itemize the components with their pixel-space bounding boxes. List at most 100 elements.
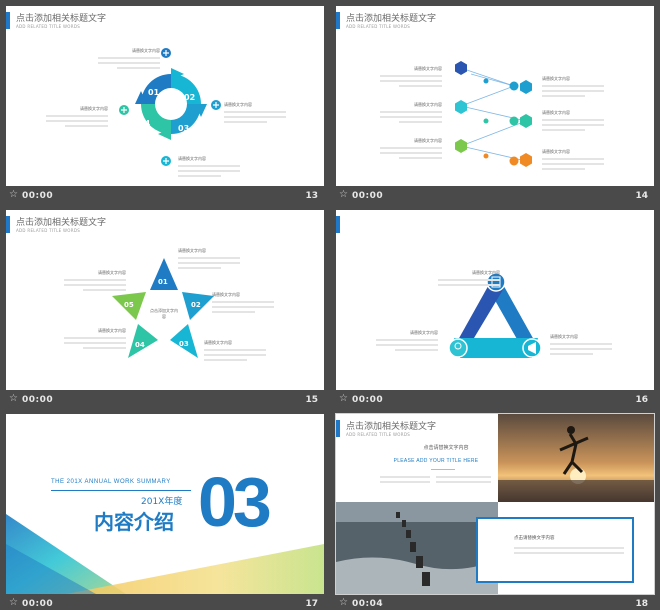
title-accent-bar: [336, 216, 340, 233]
slide-thumbnail-16[interactable]: 请替换文字内容 请替换文字内容 请替换文字内容 ☆ 00:00 16: [336, 210, 654, 410]
star-center-label: 点击添加文字内容: [150, 308, 178, 319]
beach-photo: [498, 414, 654, 502]
slide-number: 13: [305, 191, 318, 201]
hexagon-marker: [520, 114, 532, 128]
slide-info-bar: ☆ 00:00 16: [336, 390, 654, 410]
segment-label: 01: [148, 88, 160, 97]
text-note: 请替换文字内容: [542, 110, 604, 131]
slide-thumbnail-18[interactable]: 点击添加相关标题文字 ADD RELATED TITLE WORDS 点击请替换…: [335, 413, 655, 610]
text-note: 请替换文字内容: [98, 48, 160, 69]
divider-line: [431, 469, 455, 470]
star-icon[interactable]: ☆: [9, 393, 18, 404]
box-heading: 点击请替换文字内容: [514, 536, 555, 541]
segment-label: 02: [191, 301, 201, 309]
title-accent-bar: [6, 216, 10, 233]
slide-canvas: 点击添加相关标题文字 ADD RELATED TITLE WORDS 01 02…: [6, 210, 324, 390]
slide-subtitle: ADD RELATED TITLE WORDS: [346, 432, 411, 437]
slide-timing: 00:04: [352, 599, 384, 609]
slide-thumbnail-15[interactable]: 点击添加相关标题文字 ADD RELATED TITLE WORDS 01 02…: [6, 210, 324, 410]
cover-english-title: THE 201X ANNUAL WORK SUMMARY: [51, 479, 171, 485]
text-note: 请替换文字内容: [204, 340, 266, 361]
slide-subtitle: ADD RELATED TITLE WORDS: [346, 24, 411, 29]
slide-canvas: 点击添加相关标题文字 ADD RELATED TITLE WORDS 01 02…: [6, 6, 324, 186]
hexagon-marker: [520, 153, 532, 167]
text-note: 请替换文字内容: [178, 156, 240, 177]
segment-label: 05: [124, 301, 134, 309]
triangle-diagram: [448, 272, 542, 358]
slide-canvas: THE 201X ANNUAL WORK SUMMARY 201X年度 内容介绍…: [6, 414, 324, 594]
segment-label: 04: [139, 119, 151, 128]
title-accent-bar: [6, 12, 10, 29]
segment-label: 01: [158, 278, 168, 286]
slide-subtitle: ADD RELATED TITLE WORDS: [16, 228, 81, 233]
slide-canvas: 点击添加相关标题文字 ADD RELATED TITLE WORDS 请替换文字…: [336, 6, 654, 186]
slide-title: 点击添加相关标题文字: [346, 14, 437, 24]
lightbulb-icon: [448, 338, 468, 358]
text-note: [436, 476, 491, 483]
slide-info-bar: ☆ 00:00 14: [336, 186, 654, 206]
slide-number: 14: [635, 191, 648, 201]
hexagon-timeline-diagram: [455, 61, 532, 167]
star-icon[interactable]: ☆: [339, 189, 348, 200]
star-icon[interactable]: ☆: [9, 597, 18, 608]
slide-number: 17: [305, 599, 318, 609]
star-icon[interactable]: ☆: [9, 189, 18, 200]
star-diagram: 01 02 03 04 05: [112, 258, 214, 358]
text-note: [380, 476, 430, 483]
slide-timing: 00:00: [22, 191, 54, 201]
slide-title: 点击添加相关标题文字: [346, 422, 437, 432]
star-icon[interactable]: ☆: [339, 597, 348, 608]
slide-thumbnail-17[interactable]: THE 201X ANNUAL WORK SUMMARY 201X年度 内容介绍…: [6, 414, 324, 610]
title-accent-bar: [336, 420, 340, 437]
slide-timing: 00:00: [22, 395, 54, 405]
cycle-diagram: 01 02 03 04: [119, 48, 221, 166]
segment-label: 02: [184, 93, 195, 102]
slide-canvas: 请替换文字内容 请替换文字内容 请替换文字内容: [336, 210, 654, 390]
text-note: 请替换文字内容: [178, 248, 240, 269]
slide-info-bar: ☆ 00:00 13: [6, 186, 324, 206]
text-note: 请替换文字内容: [550, 334, 612, 355]
text-frame: 点击请替换文字内容: [476, 517, 634, 583]
pier-photo: [336, 502, 498, 594]
star-icon[interactable]: ☆: [339, 393, 348, 404]
title-accent-bar: [336, 12, 340, 29]
slide-info-bar: ☆ 00:04 18: [336, 594, 654, 610]
text-note: 请替换文字内容: [46, 106, 108, 127]
watercolor-background: [6, 514, 324, 594]
text-note: 请替换文字内容: [64, 328, 126, 349]
cover-section-number: 03: [198, 463, 272, 541]
text-note: 请替换文字内容: [376, 330, 438, 351]
hexagon-marker: [455, 139, 467, 153]
slide-timing: 00:00: [22, 599, 54, 609]
hexagon-marker: [455, 100, 467, 114]
cover-year: 201X年度: [141, 497, 183, 507]
cycle-ring: [135, 68, 207, 140]
slide-info-bar: ☆ 00:00 17: [6, 594, 324, 610]
slide-info-bar: ☆ 00:00 15: [6, 390, 324, 410]
slide-timing: 00:00: [352, 395, 384, 405]
slide-subtitle: ADD RELATED TITLE WORDS: [16, 24, 81, 29]
segment-label: 04: [135, 341, 145, 349]
cover-section-title: 内容介绍: [94, 510, 174, 534]
slide-title: 点击添加相关标题文字: [16, 218, 107, 228]
text-note: 请替换文字内容: [64, 270, 126, 291]
hexagon-marker: [520, 80, 532, 94]
segment-label: 03: [178, 124, 189, 133]
cover-divider: [51, 490, 191, 491]
slide-title: 点击添加相关标题文字: [16, 14, 107, 24]
text-note: 请替换文字内容: [542, 76, 604, 97]
slide-number: 15: [305, 395, 318, 405]
hexagon-marker: [455, 61, 467, 75]
slide-number: 18: [635, 599, 648, 609]
text-note: 请替换文字内容: [438, 270, 500, 286]
slide-number: 16: [635, 395, 648, 405]
text-note: 请替换文字内容: [224, 102, 286, 123]
content-heading-cn: 点击请替换文字内容: [423, 445, 469, 451]
slide-timing: 00:00: [352, 191, 384, 201]
content-heading-en: PLEASE ADD YOUR TITLE HERE: [393, 458, 479, 464]
segment-label: 03: [179, 340, 189, 348]
text-note: 请替换文字内容: [542, 149, 604, 170]
text-note: 请替换文字内容: [380, 66, 442, 87]
slide-thumbnail-13[interactable]: 点击添加相关标题文字 ADD RELATED TITLE WORDS 01 02…: [6, 6, 324, 206]
slide-thumbnail-14[interactable]: 点击添加相关标题文字 ADD RELATED TITLE WORDS 请替换文字…: [336, 6, 654, 206]
